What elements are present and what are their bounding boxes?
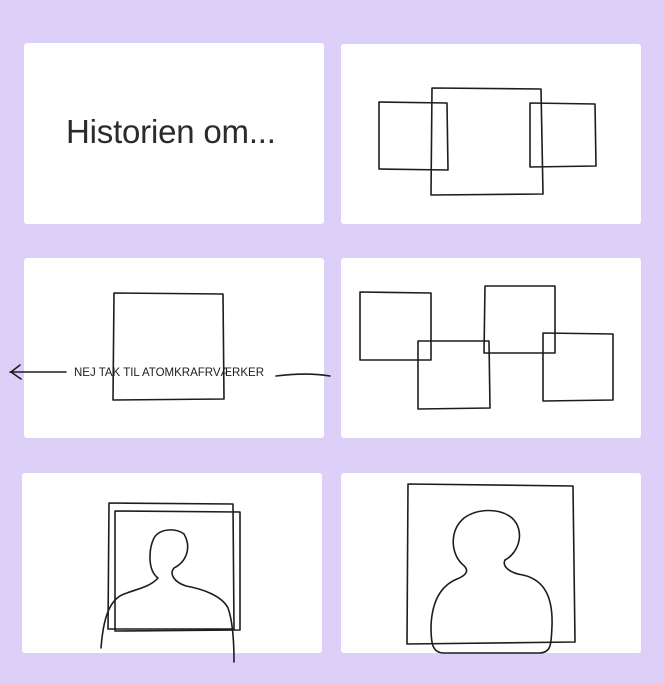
- storyboard-panel-4: [341, 258, 641, 438]
- storyboard-panel-6: [341, 473, 641, 653]
- storyboard-panel-1: Historien om...: [24, 43, 324, 224]
- storyboard-panel-2: [341, 44, 641, 224]
- panel-title: Historien om...: [66, 113, 276, 150]
- storyboard-panel-3: [24, 258, 324, 438]
- storyboard-panel-5: [22, 473, 322, 653]
- arrow-head: [10, 364, 22, 380]
